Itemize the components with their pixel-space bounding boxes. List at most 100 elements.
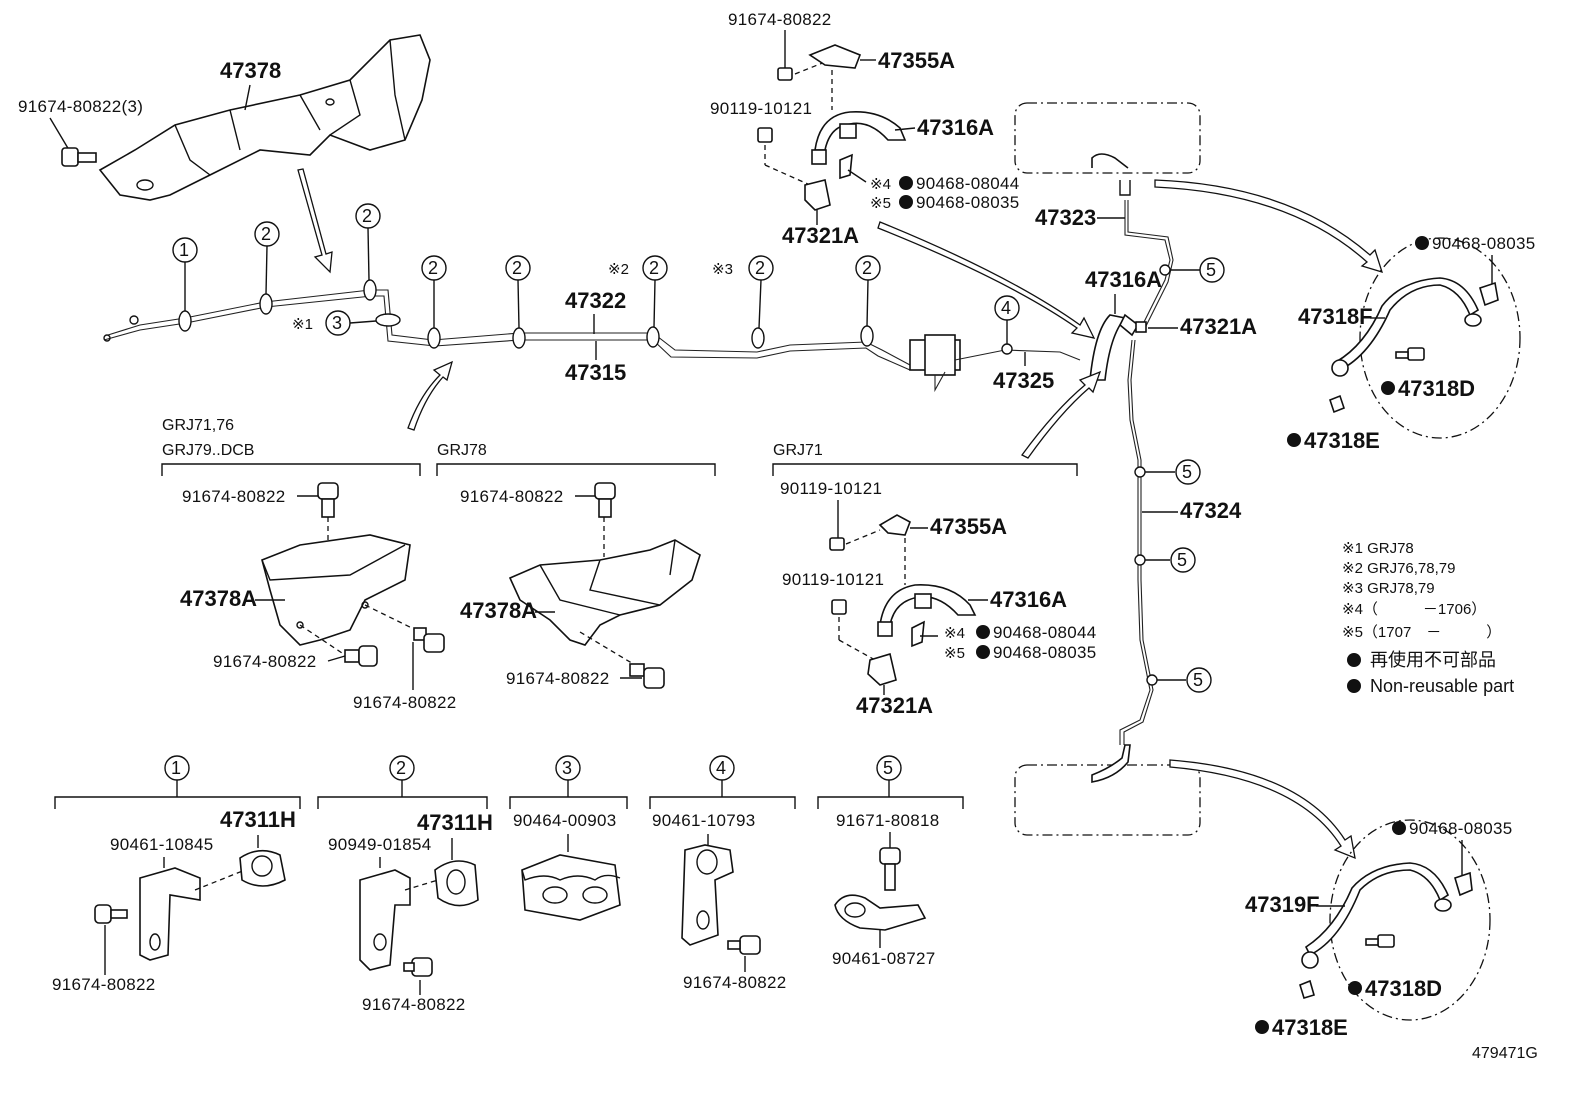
part-number-label: 91671-80818 <box>836 811 940 830</box>
part-number-label: 47355A <box>878 48 955 73</box>
part-number-label: 91674-80822 <box>506 669 610 688</box>
part-number-label: 4 <box>1001 298 1011 318</box>
part-number-label: 3 <box>332 313 342 333</box>
part-number-label: 2 <box>862 258 872 278</box>
grj71-hose-group: 90119-10121 47355A 90119-10121 47316A ※4… <box>780 479 1097 718</box>
part-number-label: 90119-10121 <box>782 570 884 589</box>
part-number-label: 47324 <box>1180 498 1242 523</box>
arrow-up-to-line <box>407 360 453 431</box>
connector-block <box>909 334 1081 393</box>
part-number-label: 2 <box>362 206 372 226</box>
part-number-label: GRJ71 <box>773 442 823 459</box>
line-47322-label: 47322 <box>565 288 626 313</box>
part-number-label: 47318F <box>1298 304 1373 329</box>
part-number-label: 90119-10121 <box>780 479 882 498</box>
part-number-label: ※1 <box>292 316 313 333</box>
rear-brake-group: 90468-08035 47319F 47318D 47318E <box>1245 819 1512 1040</box>
part-number-label: 47321A <box>782 223 859 248</box>
callouts-main: 1 2 2 3 ※1 2 2 2 ※2 2 ※3 2 4 <box>172 203 1020 344</box>
part-number-label: 1 <box>171 758 181 778</box>
part-number-label: GRJ78 <box>437 442 487 459</box>
part-number-label: GRJ79..DCB <box>162 442 254 459</box>
part-number-label: 5 <box>1193 670 1203 690</box>
part-number-label: 2 <box>649 258 659 278</box>
part-number-label: 2 <box>755 258 765 278</box>
part-number-label: 5 <box>1206 260 1216 280</box>
part-number-label: 3 <box>562 758 572 778</box>
part-number-label: 91674-80822 <box>213 652 317 671</box>
part-number-label: 47311H <box>220 807 296 832</box>
part-number-label: ※3 <box>712 261 733 278</box>
part-number-label: 90468-08035 <box>916 193 1020 212</box>
part-number-label: 47355A <box>930 514 1007 539</box>
part-number-label: 47321A <box>1180 314 1257 339</box>
part-number-label: 47321A <box>856 693 933 718</box>
part-number-label: 47318D <box>1365 976 1442 1001</box>
shield-a-group: 91674-80822 47378A 91674-80822 91674-808… <box>180 482 457 712</box>
part-number-label: 5 <box>883 758 893 778</box>
heat-shield-47378 <box>98 34 431 201</box>
part-number-label: ※5 <box>870 195 891 212</box>
clamp-4-detail: 4 90461-10793 91674-80822 <box>649 755 796 992</box>
part-number-label: 90468-08044 <box>993 623 1097 642</box>
line-47315-label: 47315 <box>565 360 626 385</box>
part-number-label: 再使用不可部品 <box>1370 650 1496 670</box>
figure-id: 479471G <box>1472 1045 1538 1062</box>
part-number-label: ※4 <box>944 625 965 642</box>
clamp-3-detail: 3 90464-00903 <box>509 755 628 921</box>
part-number-label: ※2 GRJ76,78,79 <box>1342 560 1455 577</box>
clamp-2-detail: 2 47311H 90949-01854 91674-80822 <box>317 755 493 1014</box>
part-number-label: 2 <box>512 258 522 278</box>
part-number-label: Non-reusable part <box>1370 676 1514 696</box>
part-number-label: 90461-08727 <box>832 949 936 968</box>
bolt-icon <box>61 147 97 167</box>
part-number-label: 1 <box>179 240 189 260</box>
arrow-to-front-brake <box>1154 179 1383 273</box>
part-number-label: 91674-80822 <box>353 693 457 712</box>
section-headers: GRJ71,76 GRJ79..DCB GRJ78 GRJ71 <box>161 417 1078 476</box>
part-47378-label: 47378 <box>220 58 281 83</box>
part-number-label: GRJ71,76 <box>162 417 234 434</box>
right-line-group: 47323 5 47316A 47321A 5 47324 5 5 <box>1014 102 1257 836</box>
clamp-5-detail: 5 91671-80818 90461-08727 <box>817 755 964 968</box>
part-47325-label: 47325 <box>993 368 1054 393</box>
part-number-label: 5 <box>1182 462 1192 482</box>
part-number-label: 47378A <box>180 586 257 611</box>
part-number-label: 91674-80822 <box>683 973 787 992</box>
part-number-label: 90468-08035 <box>993 643 1097 662</box>
shield-bolt-label: 91674-80822(3) <box>18 97 143 116</box>
brake-lines-main <box>103 289 911 371</box>
arrow-to-right-line <box>1021 370 1102 459</box>
part-number-label: 90468-08044 <box>916 174 1020 193</box>
part-number-label: 47311H <box>417 810 493 835</box>
part-number-label: 91674-80822 <box>728 10 832 29</box>
part-number-label: 91674-80822 <box>182 487 286 506</box>
arrow-to-tee <box>877 221 1096 339</box>
part-number-label: ※5（1707 － ） <box>1342 624 1501 641</box>
legend: ※1 GRJ78 ※2 GRJ76,78,79 ※3 GRJ78,79 ※4（ … <box>1342 540 1514 696</box>
part-number-label: 47316A <box>917 115 994 140</box>
shield-arrows <box>297 168 333 274</box>
part-number-label: ※2 <box>608 261 629 278</box>
part-number-label: 2 <box>396 758 406 778</box>
upper-hose-group: 91674-80822 47355A 90119-10121 47316A ※4… <box>710 10 1020 248</box>
part-number-label: 90949-01854 <box>328 835 432 854</box>
part-number-label: ※5 <box>944 645 965 662</box>
arrow-to-rear-brake <box>1169 759 1356 860</box>
part-number-label: 4 <box>716 758 726 778</box>
front-brake-group: 90468-08035 47318F 47318D 47318E <box>1287 234 1536 453</box>
part-number-label: 47316A <box>990 587 1067 612</box>
part-number-label: ※3 GRJ78,79 <box>1342 580 1435 597</box>
part-number-label: 2 <box>261 224 271 244</box>
part-number-label: 91674-80822 <box>460 487 564 506</box>
part-number-label: 5 <box>1177 550 1187 570</box>
part-number-label: 90461-10793 <box>652 811 756 830</box>
part-number-label: 47323 <box>1035 205 1096 230</box>
part-number-label: 2 <box>428 258 438 278</box>
part-number-label: ※4 <box>870 176 891 193</box>
part-number-label: 90464-00903 <box>513 811 617 830</box>
part-number-label: 90468-08035 <box>1432 234 1536 253</box>
part-number-label: 47378A <box>460 598 537 623</box>
shield-b-group: 91674-80822 47378A 91674-80822 <box>460 482 701 689</box>
